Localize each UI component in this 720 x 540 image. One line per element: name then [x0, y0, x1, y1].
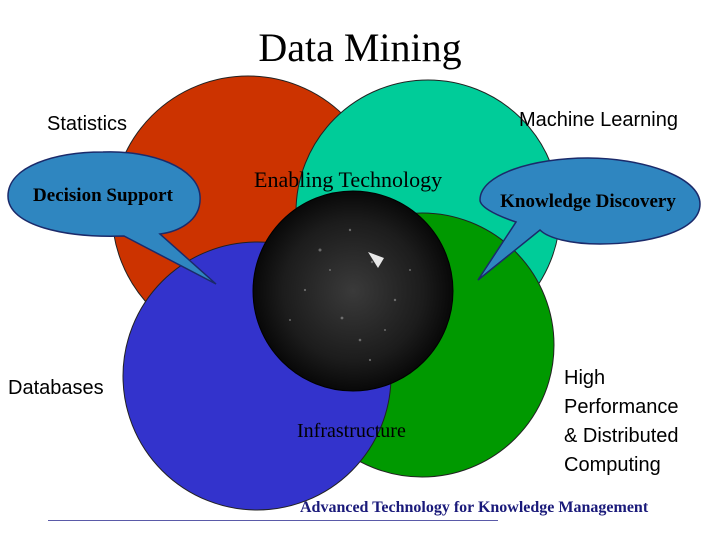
hpc-label: High Performance & Distributed Computing [564, 364, 714, 480]
hpc-label-line: & Distributed [564, 425, 679, 447]
center-disc [252, 190, 454, 392]
footer-text: Advanced Technology for Knowledge Manage… [300, 499, 649, 516]
statistics-label: Statistics [47, 113, 128, 135]
slide-title: Data Mining [258, 25, 462, 70]
footer-divider [48, 520, 498, 521]
center-disc-highlight [368, 252, 384, 268]
knowledge-discovery-label: Knowledge Discovery [500, 191, 676, 212]
machine-learning-label: Machine Learning [519, 109, 678, 131]
enabling-technology-label: Enabling Technology [254, 167, 443, 192]
hpc-label-line: Computing [564, 454, 661, 476]
decision-support-bubble [7, 151, 217, 285]
hpc-label-line: High [564, 367, 606, 389]
databases-label: Databases [8, 377, 104, 399]
infrastructure-label: Infrastructure [297, 420, 406, 442]
center-disc-speckles [289, 228, 411, 362]
knowledge-discovery-bubble [477, 157, 701, 281]
hpc-label-line: Performance [564, 396, 679, 418]
decision-support-label: Decision Support [33, 185, 173, 206]
